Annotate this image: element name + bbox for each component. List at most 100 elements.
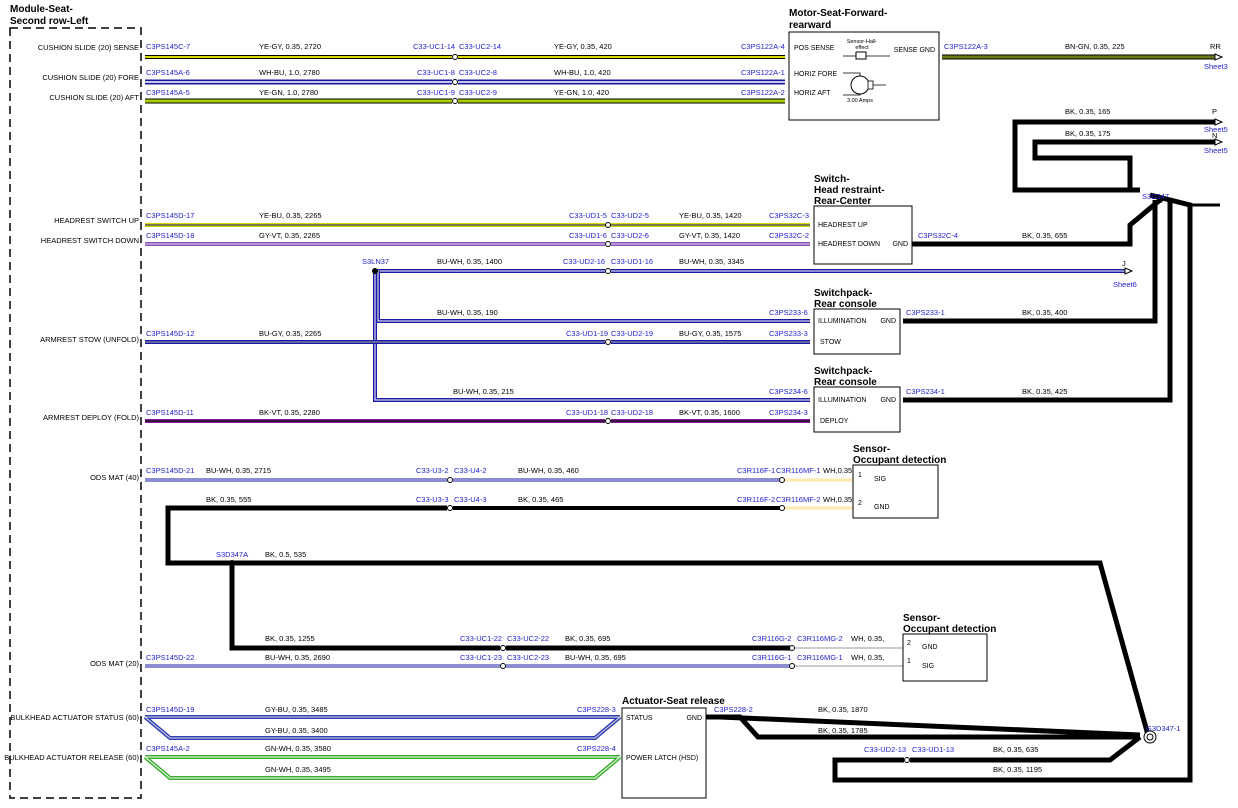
motor-amps: 3.00 Amps <box>847 98 873 104</box>
wire-label-w2b: WH-BU, 1.0, 420 <box>554 68 611 77</box>
ods2-title-line1: Sensor- <box>903 613 940 624</box>
wire-label-w3a: YE-GN, 1.0, 2780 <box>259 88 318 97</box>
sp1-pin-gnd: GND <box>880 318 896 325</box>
pin-bulkhead-release: BULKHEAD ACTUATOR RELEASE (60) <box>4 753 139 762</box>
conn-r116f-1: C3R116F-1 <box>737 466 775 475</box>
conn-mot-4: C3PS122A-4 <box>741 42 785 51</box>
wire-label-w23a: GN-WH, 0.35, 3580 <box>265 744 331 753</box>
wire-label-w20b: BK, 0.35, 695 <box>565 634 610 643</box>
wire-label-w7a: YE-BU, 0.35, 2265 <box>259 211 322 220</box>
pin-cushion-fore: CUSHION SLIDE (20) FORE <box>42 73 139 82</box>
inline-connectors <box>447 54 910 763</box>
wire-sp2-gnd <box>903 200 1173 403</box>
offpage-j-sheet: Sheet6 <box>1113 280 1137 289</box>
wire-label-w16a: BK-VT, 0.35, 2280 <box>259 408 320 417</box>
ods1-pin-sig: SIG <box>874 476 886 483</box>
wire-label-w20c: WH, 0.35, <box>851 634 884 643</box>
wire-bk-n <box>1032 139 1215 190</box>
conn-hr-2: C3PS32C-2 <box>769 231 809 240</box>
module-seat-second-row-left: Module-Seat- Second row-Left CUSHION SLI… <box>4 4 142 799</box>
conn-sp2-3: C3PS234-3 <box>769 408 808 417</box>
inline-connector-r116f2 <box>779 505 785 511</box>
inline-connector-r116f1 <box>779 477 785 483</box>
splice-s3ln37 <box>372 268 378 274</box>
conn-m-fore: C3PS145A-6 <box>146 68 190 77</box>
conn-hr-3: C3PS32C-3 <box>769 211 809 220</box>
wire-label-w19: BK, 0.5, 535 <box>265 550 306 559</box>
actuator-title: Actuator-Seat release <box>622 696 725 707</box>
conn-m-sense: C3PS145C-7 <box>146 42 190 51</box>
headrest-pin-gnd: GND <box>892 241 908 248</box>
pin-bulkhead-status: BULKHEAD ACTUATOR STATUS (60) <box>10 713 139 722</box>
wire-label-w22b: GY-BU, 0.35, 3400 <box>265 726 328 735</box>
wire-ods40-gnd <box>165 505 1151 736</box>
offpage-n-sheet: Sheet5 <box>1204 146 1228 155</box>
wire-label-w1a: YE-GY, 0.35, 2720 <box>259 42 321 51</box>
wire-label-w21a: BU-WH, 0.35, 2690 <box>265 653 330 662</box>
wire-label-w13b: BU-GY, 0.35, 1575 <box>679 329 741 338</box>
ods2-pin2-num: 2 <box>907 640 911 647</box>
headrest-title-line1: Switch- <box>814 174 850 185</box>
motor-title-line2: rearward <box>789 20 831 31</box>
conn-uc1-23: C33-UC1-23 <box>460 653 502 662</box>
wire-label-w16b: BK-VT, 0.35, 1600 <box>679 408 740 417</box>
sp2-pin-illumination: ILLUMINATION <box>818 397 867 404</box>
conn-mot-2: C3PS122A-2 <box>741 88 785 97</box>
inline-connector-r116g2 <box>789 645 795 651</box>
pin-ods-mat-20: ODS MAT (20) <box>90 659 139 668</box>
wire-label-w18a: BK, 0.35, 555 <box>206 495 251 504</box>
inline-connector-uc23 <box>500 663 506 669</box>
headrest-title-line3: Rear-Center <box>814 196 871 207</box>
wire-label-w17a: BU-WH, 0.35, 2715 <box>206 466 271 475</box>
wire-sp1-gnd <box>903 200 1158 324</box>
wire-bulkhead-status <box>143 715 622 740</box>
inline-connector-uc8 <box>452 79 458 85</box>
motor-pin-sense-gnd: SENSE GND <box>894 47 935 54</box>
pin-headrest-down: HEADREST SWITCH DOWN <box>41 236 139 245</box>
conn-m-bh-release: C3PS145A-2 <box>146 744 190 753</box>
sp1-title-line2: Rear console <box>814 299 877 310</box>
ods1-pin1-num: 1 <box>858 472 862 479</box>
wire-label-w14: BU-WH, 0.35, 215 <box>453 387 514 396</box>
offpage-n: N Sheet5 <box>1204 131 1228 155</box>
conn-g3d347: G3D347-1 <box>1146 724 1181 733</box>
motor-pin-horiz-fore: HORIZ FORE <box>794 71 837 78</box>
ods1-pin2-num: 2 <box>858 500 862 507</box>
wire-label-w21b: BU-WH, 0.35, 695 <box>565 653 626 662</box>
inline-connector-r116g1 <box>789 663 795 669</box>
wire-label-w18b: BK, 0.35, 465 <box>518 495 563 504</box>
offpage-n-label: N <box>1212 131 1217 140</box>
conn-ud2-19: C33-UD2-19 <box>611 329 653 338</box>
conn-m-ods20: C3PS145D-22 <box>146 653 194 662</box>
headrest-pin-up: HEADREST UP <box>818 222 868 229</box>
pin-cushion-aft: CUSHION SLIDE (20) AFT <box>49 93 139 102</box>
wire-label-w26: BK, 0.35, 635 <box>993 745 1038 754</box>
conn-uc1-14: C33-UC1-14 <box>413 42 455 51</box>
conn-u3-2: C33-U3-2 <box>416 466 449 475</box>
wire-label-w25: BK, 0.35, 1785 <box>818 726 868 735</box>
conn-ud2-13: C33-UD2-13 <box>864 745 906 754</box>
conn-uc2-22: C33-UC2-22 <box>507 634 549 643</box>
inline-connector-ud13 <box>904 757 910 763</box>
conn-r116mg-2: C3R116MG-2 <box>797 634 843 643</box>
conn-sp2-1: C3PS234-1 <box>906 387 945 396</box>
sp1-pin-stow: STOW <box>820 339 841 346</box>
conn-r116mg-1: C3R116MG-1 <box>797 653 843 662</box>
offpage-j-label: J <box>1122 259 1126 268</box>
sp2-pin-gnd: GND <box>880 397 896 404</box>
conn-uc1-22: C33-UC1-22 <box>460 634 502 643</box>
module-title-line1: Module-Seat- <box>10 4 73 15</box>
wire-label-w5: BK, 0.35, 165 <box>1065 107 1110 116</box>
conn-r116g-2: C3R116G-2 <box>752 634 791 643</box>
wire-label-w27: BK, 0.35, 1195 <box>993 765 1042 774</box>
sp1-pin-illumination: ILLUMINATION <box>818 318 867 325</box>
conn-mot-1: C3PS122A-1 <box>741 68 785 77</box>
wire-headrest-gnd <box>912 198 1162 247</box>
wire-label-w13a: BU-GY, 0.35, 2265 <box>259 329 321 338</box>
hall-sensor-label1: Sensor-Hall- <box>847 39 878 45</box>
conn-ps228-4: C3PS228-4 <box>577 744 616 753</box>
ods2-pin-gnd: GND <box>922 644 938 651</box>
wire-labels: YE-GY, 0.35, 2720 YE-GY, 0.35, 420 WH-BU… <box>206 42 1125 774</box>
inline-connector-ud18 <box>605 418 611 424</box>
